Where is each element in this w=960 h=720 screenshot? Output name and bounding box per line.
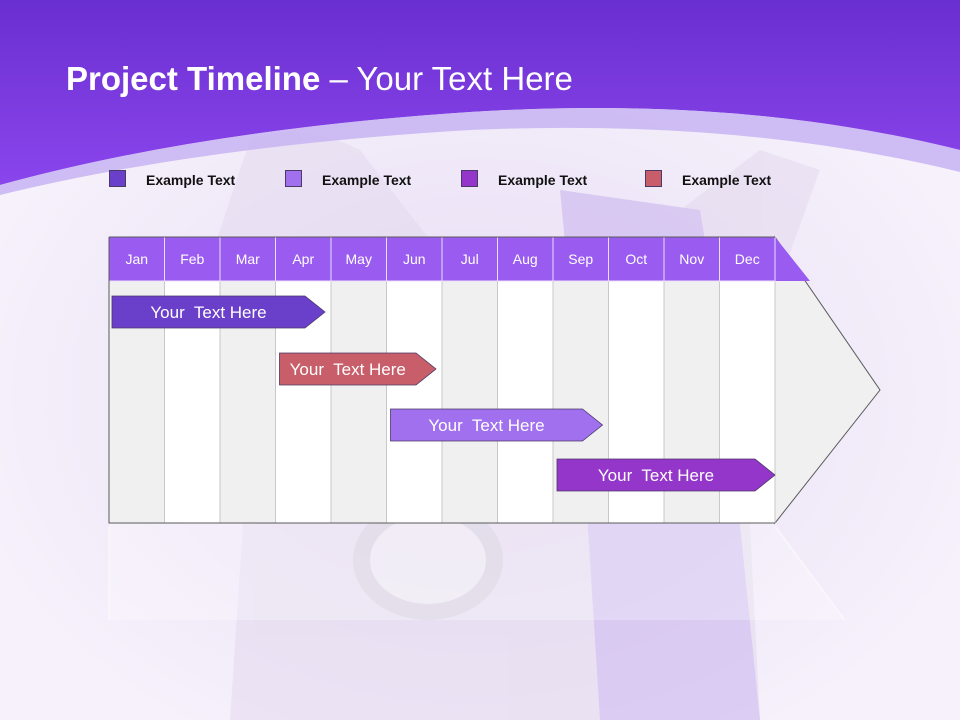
month-label: Sep: [568, 251, 593, 267]
month-label: Aug: [513, 251, 538, 267]
task-label: Your Text Here: [290, 360, 406, 379]
legend-swatch: [109, 170, 126, 187]
timeline-arrow-header: [775, 237, 810, 281]
month-label: Feb: [180, 251, 204, 267]
month-column: [441, 280, 498, 524]
month-header-cell: [497, 236, 554, 282]
header-swoosh: [0, 107, 960, 195]
month-label: Apr: [292, 251, 314, 267]
legend-label: Example Text: [498, 172, 588, 188]
month-header-cell: [441, 236, 498, 282]
task-bar: [111, 295, 326, 329]
task-bar: [556, 458, 776, 492]
month-header-cell: [719, 236, 776, 282]
legend-label: Example Text: [146, 172, 236, 188]
month-header-cell: [275, 236, 332, 282]
month-column: [330, 280, 387, 524]
title-bold: Project Timeline: [66, 60, 321, 97]
header-band: [0, 0, 960, 185]
legend-label: Example Text: [322, 172, 412, 188]
legend-swatch: [285, 170, 302, 187]
month-label: Jul: [461, 251, 479, 267]
reflection-edge: [774, 526, 846, 621]
month-label: Nov: [679, 251, 704, 267]
month-column: [386, 280, 443, 524]
task-bar: [279, 352, 437, 386]
timeline-reflection: [109, 523, 845, 620]
task-bar: [390, 408, 604, 442]
month-header-cell: [330, 236, 387, 282]
legend-swatch: [461, 170, 478, 187]
month-label: Oct: [625, 251, 647, 267]
page-title: Project Timeline – Your Text Here: [66, 60, 573, 98]
month-label: Jan: [125, 251, 148, 267]
legend-label: Example Text: [682, 172, 772, 188]
month-label: Jun: [403, 251, 426, 267]
month-header-cell: [552, 236, 609, 282]
month-header-cell: [608, 236, 665, 282]
task-label: Your Text Here: [150, 303, 266, 322]
month-header-cell: [386, 236, 443, 282]
timeline-frame: [108, 236, 775, 524]
month-column: [497, 280, 554, 524]
month-label: Mar: [236, 251, 260, 267]
task-label: Your Text Here: [428, 416, 544, 435]
month-label: May: [346, 251, 372, 267]
month-label: Dec: [735, 251, 760, 267]
legend-swatch: [645, 170, 662, 187]
title-rest: – Your Text Here: [320, 60, 573, 97]
month-header-cell: [663, 236, 720, 282]
task-label: Your Text Here: [598, 466, 714, 485]
